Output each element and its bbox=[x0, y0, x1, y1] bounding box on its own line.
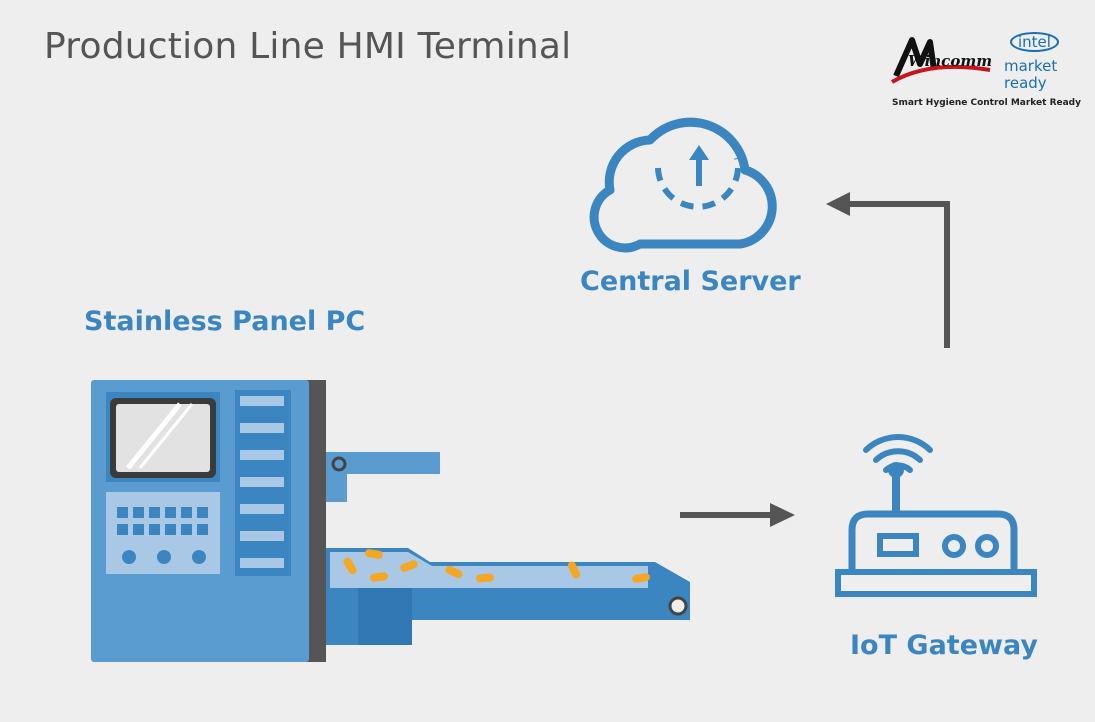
gateway-label: IoT Gateway bbox=[850, 630, 1038, 661]
pills bbox=[343, 549, 650, 583]
vent-slot bbox=[240, 450, 284, 460]
conveyor-belt bbox=[325, 452, 690, 645]
keypad-key bbox=[197, 507, 208, 518]
vent-slot bbox=[240, 396, 284, 406]
panel-pc-cabinet bbox=[91, 380, 326, 662]
ready-text: ready bbox=[1004, 74, 1047, 92]
server-label: Central Server bbox=[580, 266, 801, 297]
cloud-icon bbox=[589, 117, 777, 253]
arrow-gateway-to-server bbox=[826, 192, 950, 348]
keypad-key bbox=[165, 507, 176, 518]
brand-name: Wincomm bbox=[908, 52, 993, 70]
control-knob bbox=[192, 550, 206, 564]
keypad-key bbox=[133, 507, 144, 518]
intel-logo: intel bbox=[1010, 32, 1059, 52]
logo-tagline: Smart Hygiene Control Market Ready bbox=[892, 98, 1081, 108]
keypad-key bbox=[117, 524, 128, 535]
brand-swoosh-icon bbox=[890, 37, 991, 84]
vent-slot bbox=[240, 477, 284, 487]
market-text: market bbox=[1004, 57, 1058, 75]
keypad-key bbox=[133, 524, 144, 535]
vent-slot bbox=[240, 558, 284, 568]
keypad-key bbox=[149, 507, 160, 518]
vent-slot bbox=[240, 504, 284, 514]
control-knob bbox=[122, 550, 136, 564]
arrow-panel-to-gateway bbox=[680, 503, 795, 527]
keypad-key bbox=[181, 507, 192, 518]
panel-pc-label: Stainless Panel PC bbox=[84, 306, 366, 337]
keypad-key bbox=[117, 507, 128, 518]
keypad-key bbox=[149, 524, 160, 535]
vent-slot bbox=[240, 423, 284, 433]
keypad-key bbox=[181, 524, 192, 535]
page-title: Production Line HMI Terminal bbox=[44, 26, 572, 67]
control-knob bbox=[157, 550, 171, 564]
brand-logo: Wincomm intel market ready Smart Hygiene… bbox=[890, 30, 1081, 112]
keypad-key bbox=[197, 524, 208, 535]
router-icon bbox=[835, 434, 1037, 597]
vent-slot bbox=[240, 531, 284, 541]
keypad-key bbox=[165, 524, 176, 535]
